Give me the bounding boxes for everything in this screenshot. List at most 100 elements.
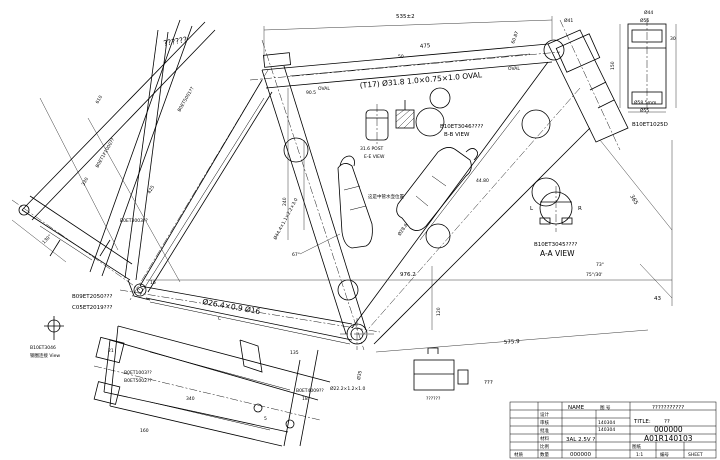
head-note: Ø41 — [564, 17, 573, 24]
dim-365: 365 — [628, 194, 639, 207]
small-q: ?????? — [426, 396, 441, 402]
tb-rev2: 140304 — [598, 427, 615, 433]
dim-120: 120 — [436, 307, 442, 316]
section-a-a — [539, 186, 573, 232]
part-b10-1025: B10ET1025D — [632, 122, 668, 128]
part-b10-3046: B10ET3046 — [30, 345, 56, 351]
view-bb: B-B VIEW — [444, 132, 470, 138]
view-aa: A-A VIEW — [540, 249, 575, 258]
view-l: L — [530, 206, 534, 212]
bottom-detail-box — [413, 347, 469, 391]
head-d30: 30 — [670, 36, 676, 42]
tb-header-q: ??????????? — [652, 405, 684, 411]
part-b0ec: B0ET1003?? — [124, 370, 152, 376]
chainstay-top-view — [93, 325, 331, 447]
dim-50: 50 — [398, 54, 404, 60]
part-c05: C05ET2019??? — [72, 305, 113, 311]
tb-title-value: ?? — [664, 419, 670, 425]
top-question-mark-1: ?????? — [163, 35, 188, 48]
title-block — [509, 401, 717, 459]
section-e-e — [365, 104, 389, 146]
tb-col6: 比例 — [540, 443, 549, 450]
bottom-q: ??? — [484, 380, 493, 386]
seat-slot-note: Ø35 — [355, 370, 364, 380]
seat-tube — [261, 39, 367, 351]
dim-475: 475 — [420, 43, 431, 50]
dim-425: 425 — [147, 184, 157, 195]
head-d44: Ø44 — [644, 9, 653, 16]
tb-col4: 批准 — [540, 427, 549, 434]
oval-right: OVAL — [508, 66, 520, 72]
view-ee: E-E VIEW — [364, 154, 385, 160]
rear-triangle-top-view — [11, 19, 216, 291]
view-c: C — [218, 316, 221, 322]
bolt-view — [44, 316, 64, 340]
post-label: 31.6 POST — [360, 146, 384, 152]
dim-75: 75°/30' — [586, 272, 602, 278]
part-b10-3046-q: B10ET3046???? — [440, 124, 483, 130]
tb-col2: 设计 — [540, 411, 549, 418]
head-d150: 150 — [610, 61, 616, 70]
part-b0ef: B0ET1F1000?? — [95, 137, 117, 169]
bottom-bracket — [340, 318, 374, 350]
part-b0et4009: B0ET4009?? — [296, 388, 324, 394]
dim-73: 73° — [596, 262, 604, 268]
chain-stays — [119, 285, 381, 345]
tb-code2: 000000 — [570, 452, 591, 458]
dim-18: 18 — [302, 396, 308, 402]
bottle-note: 这是中管水壶位置 — [368, 193, 404, 200]
dim-90: 90.5 — [306, 90, 316, 96]
dim-160: 160 — [140, 428, 149, 434]
top-tube — [249, 43, 561, 89]
tb-col7: 数量 — [540, 451, 549, 458]
dim-21: 21 — [108, 348, 114, 354]
view-r: R — [578, 206, 582, 212]
tb-code-value: 000000 — [654, 425, 683, 434]
dim-575: 575.9 — [504, 339, 521, 346]
tb-cell-c: 材质 — [514, 451, 523, 458]
oval-left: OVAL — [318, 86, 330, 92]
dim-535: 535±2 — [396, 14, 415, 20]
down-tube — [351, 61, 591, 345]
dim-130: 130° — [41, 234, 53, 246]
dim-16: 16 — [150, 280, 156, 286]
tb-cell-a: 图纸 — [632, 443, 641, 450]
dim-5: 5 — [264, 416, 267, 422]
head-d58: Ø58.5mm — [634, 99, 656, 106]
tb-title-label: TITLE: — [633, 419, 651, 425]
rear-dropout — [127, 279, 151, 301]
tb-name-label: NAME — [568, 405, 585, 411]
dim-60: 60.87 — [510, 30, 520, 44]
dim-67: 67° — [292, 252, 300, 258]
dim-44: 44.80 — [476, 178, 489, 184]
tb-scale: 1:1 — [636, 452, 643, 458]
dim-330: 330 — [81, 176, 91, 187]
tb-col5: 材料 — [540, 435, 549, 442]
part-b06: B0ET5002?? — [124, 378, 152, 384]
part-b09: B09ET2050??? — [72, 294, 112, 300]
seat-stays — [129, 69, 273, 301]
head-tube-detail — [619, 18, 677, 116]
head-d55: Ø55 — [640, 107, 649, 114]
head-tube — [547, 19, 629, 151]
seat-stay-note: Ø26.4×0.9 Ø16 — [202, 297, 262, 316]
dimension-lines — [11, 16, 673, 353]
dim-340: 340 — [186, 396, 195, 402]
tb-rev1: 140304 — [598, 420, 615, 426]
top-tube-note: (T17) Ø31.8 1.0×0.75×1.0 OVAL — [359, 70, 483, 90]
callout-circles — [283, 39, 565, 301]
dim-610: 610 — [95, 94, 105, 105]
dim-240: 240 — [282, 197, 288, 206]
dim-135: 135 — [290, 350, 299, 356]
water-bottle-seat-tube — [337, 155, 373, 249]
tb-cell-b: 编号 — [660, 451, 669, 458]
tb-spec: 3AL 2.5V ? — [566, 437, 595, 443]
tb-col3: 审核 — [540, 419, 549, 426]
head-d56: Ø56 — [640, 17, 649, 24]
dim-976: 976.2 — [400, 272, 416, 278]
dim-43: 43 — [654, 296, 661, 302]
tb-col1: 图 号 — [600, 405, 611, 411]
water-bottle-down-tube — [396, 147, 478, 231]
chain-stay-note: Ø22.2×1.2×1.0 — [330, 385, 366, 392]
